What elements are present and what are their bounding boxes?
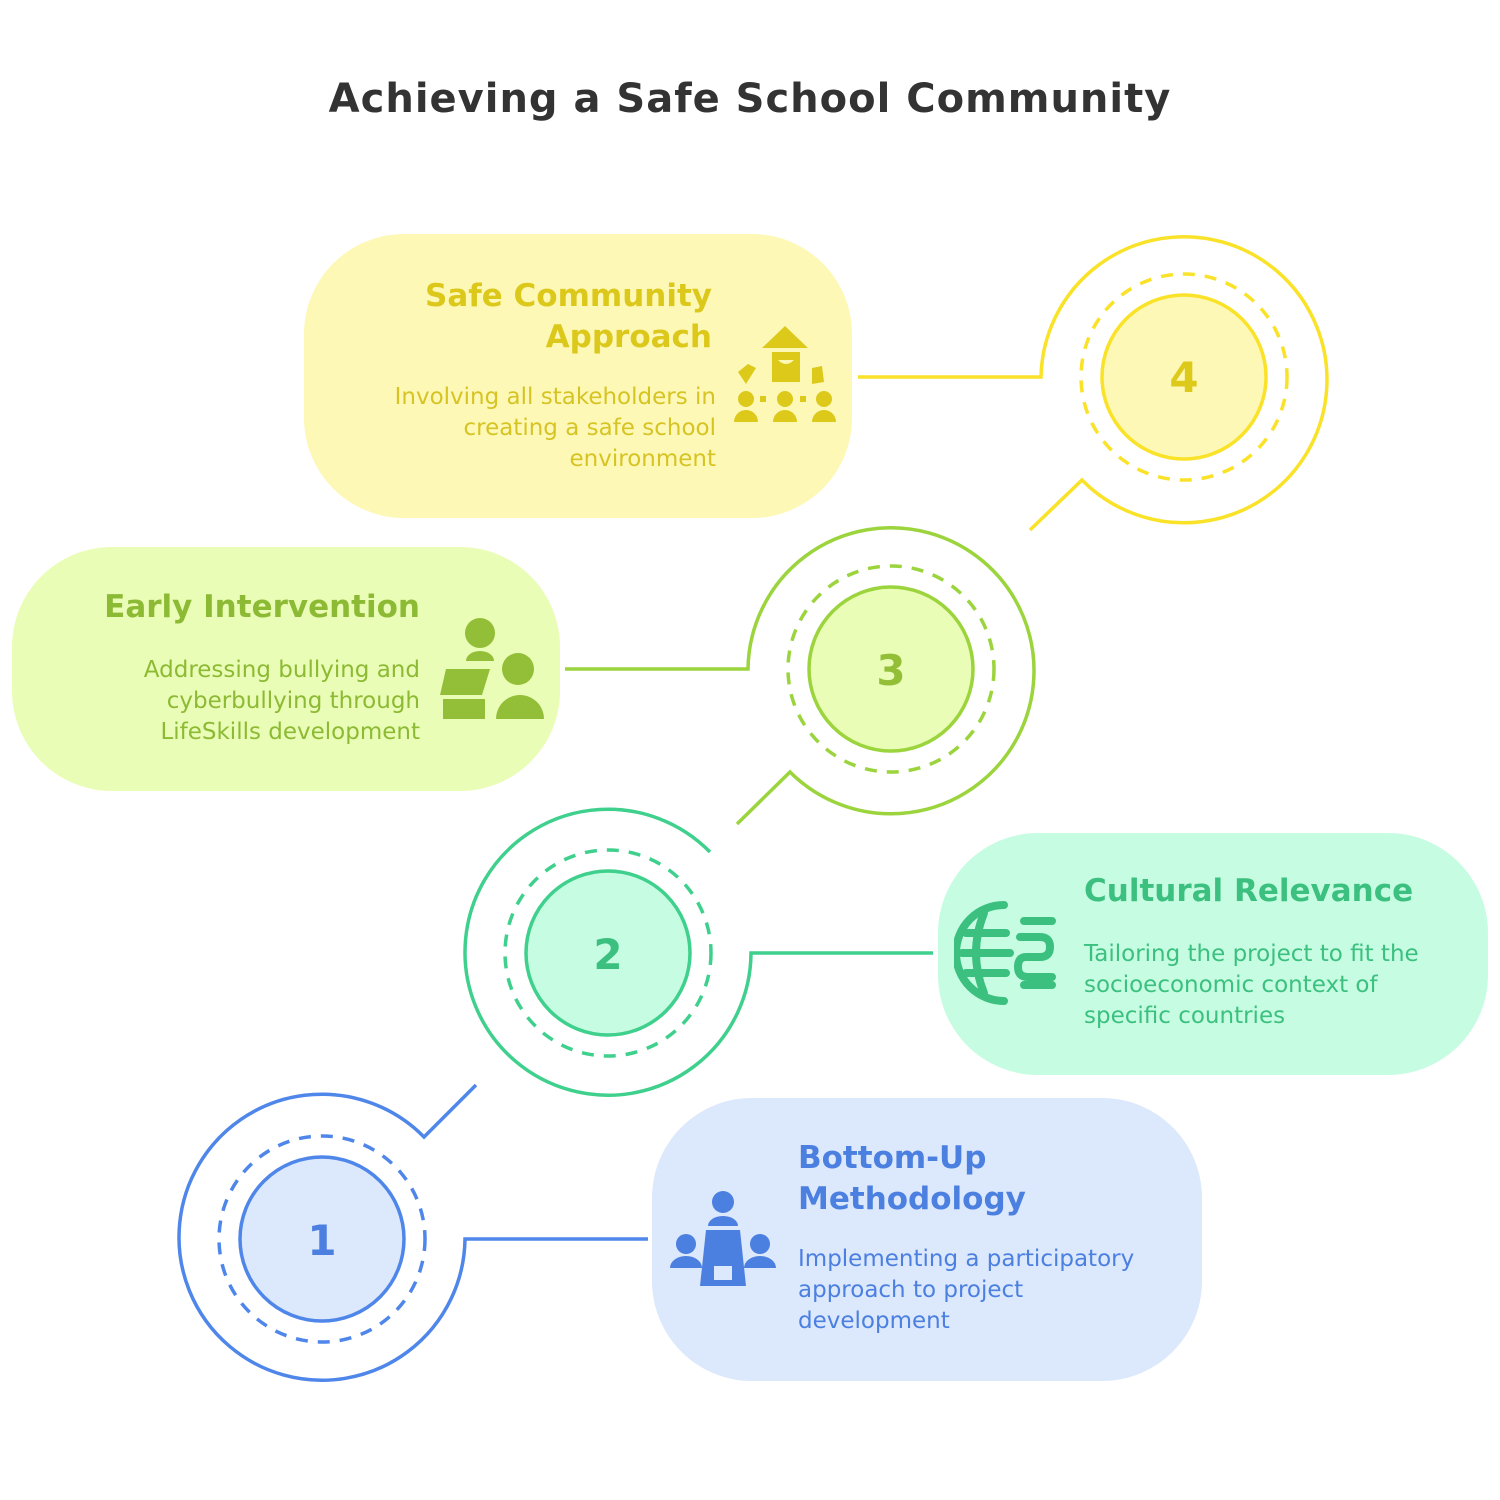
step-3-node: 3 — [565, 526, 1036, 826]
group-meeting-icon — [670, 1191, 776, 1286]
step-1-number: 1 — [307, 1216, 336, 1265]
step-2-number: 2 — [593, 930, 622, 979]
step-3-number: 3 — [876, 646, 905, 695]
card-title: Bottom-Up Methodology — [798, 1140, 1026, 1217]
step-4-connector — [858, 235, 1329, 532]
step-3-badge — [807, 585, 975, 753]
step-2-badge — [524, 869, 692, 1037]
step-4-node: 4 — [858, 235, 1329, 532]
step-2-connector — [463, 807, 933, 1097]
teacher-student-icon — [440, 618, 544, 719]
school-community-icon — [734, 326, 836, 422]
diagram-title: Achieving a Safe School Community — [328, 76, 1172, 122]
card-description: Addressing bullying and cyberbullying th… — [143, 657, 420, 745]
step-1-node: 1 — [177, 1083, 648, 1382]
step-4-badge — [1100, 293, 1268, 461]
card-safe-community: Safe Community Approach Involving all st… — [304, 234, 852, 518]
step-3-dashed-ring — [786, 564, 996, 774]
step-3-connector — [565, 526, 1036, 826]
globe-currency-icon — [954, 901, 1056, 1005]
step-2-node: 2 — [463, 807, 933, 1097]
card-title: Cultural Relevance — [1084, 873, 1414, 909]
step-4-dashed-ring — [1079, 272, 1289, 482]
card-bottom-up: Bottom-Up Methodology Implementing a par… — [652, 1098, 1202, 1381]
step-1-connector — [177, 1083, 648, 1382]
card-cultural-relevance: Cultural Relevance Tailoring the project… — [938, 833, 1488, 1075]
card-description: Implementing a participatory approach to… — [798, 1246, 1135, 1334]
card-title: Early Intervention — [104, 589, 420, 625]
step-1-badge — [238, 1155, 406, 1323]
step-4-number: 4 — [1169, 353, 1198, 402]
card-description: Involving all stakeholders in creating a… — [394, 384, 716, 472]
card-title: Safe Community Approach — [425, 278, 712, 355]
card-early-intervention: Early Intervention Addressing bullying a… — [12, 547, 560, 791]
step-2-dashed-ring — [503, 848, 713, 1058]
card-description: Tailoring the project to fit the socioec… — [1084, 941, 1419, 1029]
step-1-dashed-ring — [217, 1134, 427, 1344]
